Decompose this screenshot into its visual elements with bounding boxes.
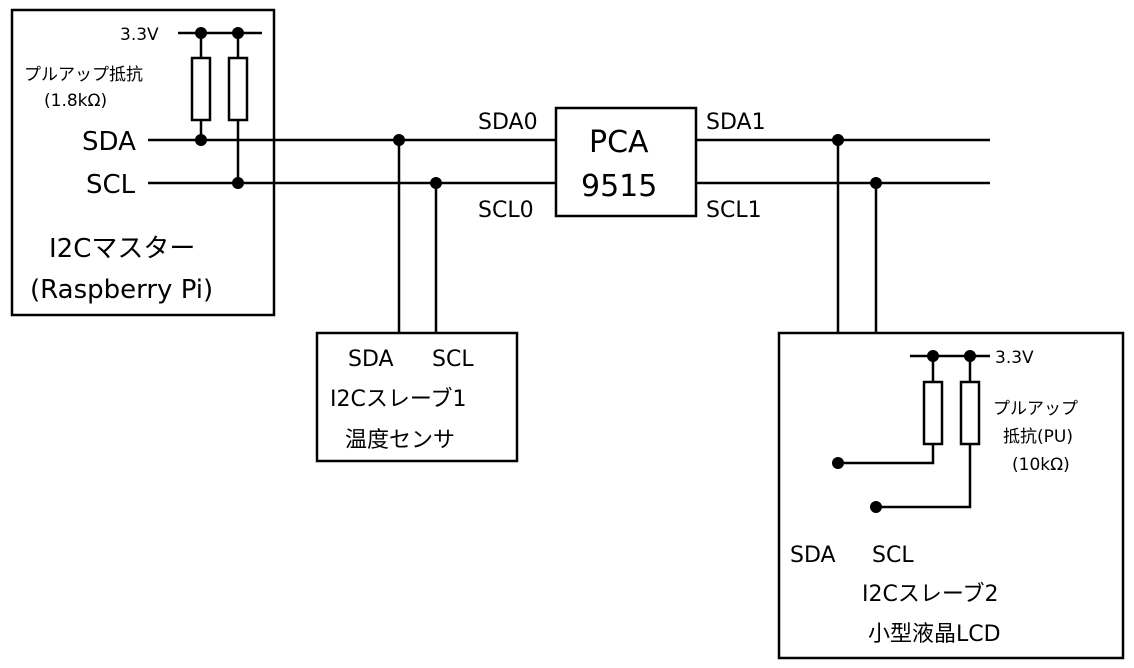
slave1-scl-label: SCL [432, 347, 474, 372]
slave2-pullup-wire-scl-bottom [876, 444, 972, 509]
slave1-box [315, 331, 519, 463]
master-scl-node [232, 177, 244, 189]
master-sda-node [195, 134, 207, 146]
slave2-sda-pullup-node [832, 457, 844, 469]
pca-scl1-label: SCL1 [706, 198, 762, 223]
pca-scl0-label: SCL0 [478, 198, 534, 223]
pca9515-label-1: PCA [589, 125, 649, 160]
slave2-supply-label: 3.3V [995, 348, 1034, 368]
master-supply-label: 3.3V [120, 25, 159, 45]
slave1-desc: 温度センサ [345, 428, 455, 453]
slave1-sda-label: SDA [348, 347, 394, 372]
pca9515-label-2: 9515 [581, 169, 657, 204]
master-pullup-label-2: (1.8kΩ) [44, 91, 107, 111]
slave2-title: I2Cスレーブ2 [862, 582, 999, 607]
slave2-pullup-label-3: (10kΩ) [1012, 455, 1070, 475]
master-pullup-resistor-scl [227, 56, 249, 122]
slave2-pullup-resistor-sda [922, 380, 944, 446]
slave2-pullup-label-1: プルアップ [993, 399, 1078, 419]
slave2-scl-label: SCL [872, 543, 914, 568]
slave2-scl-pullup-node [870, 501, 882, 513]
master-pullup-resistor-sda [190, 56, 212, 122]
slave2-box [777, 331, 1125, 660]
slave2-pullup-label-2: 抵抗(PU) [1003, 427, 1073, 447]
pca9515-box [554, 106, 698, 218]
master-scl-label: SCL [86, 170, 136, 200]
master-title-2: (Raspberry Pi) [30, 275, 213, 305]
master-title-1: I2Cマスター [49, 234, 195, 264]
slave1-title: I2Cスレーブ1 [330, 387, 467, 412]
master-sda-label: SDA [82, 127, 136, 157]
master-box [10, 8, 276, 317]
master-pullup-label-1: プルアップ抵抗 [24, 65, 143, 85]
slave2-pullup-resistor-scl [959, 380, 981, 446]
slave2-pullup-wire-sda-bottom [838, 444, 935, 465]
slave2-desc: 小型液晶LCD [868, 622, 1001, 647]
slave2-sda-label: SDA [790, 543, 836, 568]
pca-sda0-label: SDA0 [478, 110, 538, 135]
pca-sda1-label: SDA1 [706, 110, 766, 135]
